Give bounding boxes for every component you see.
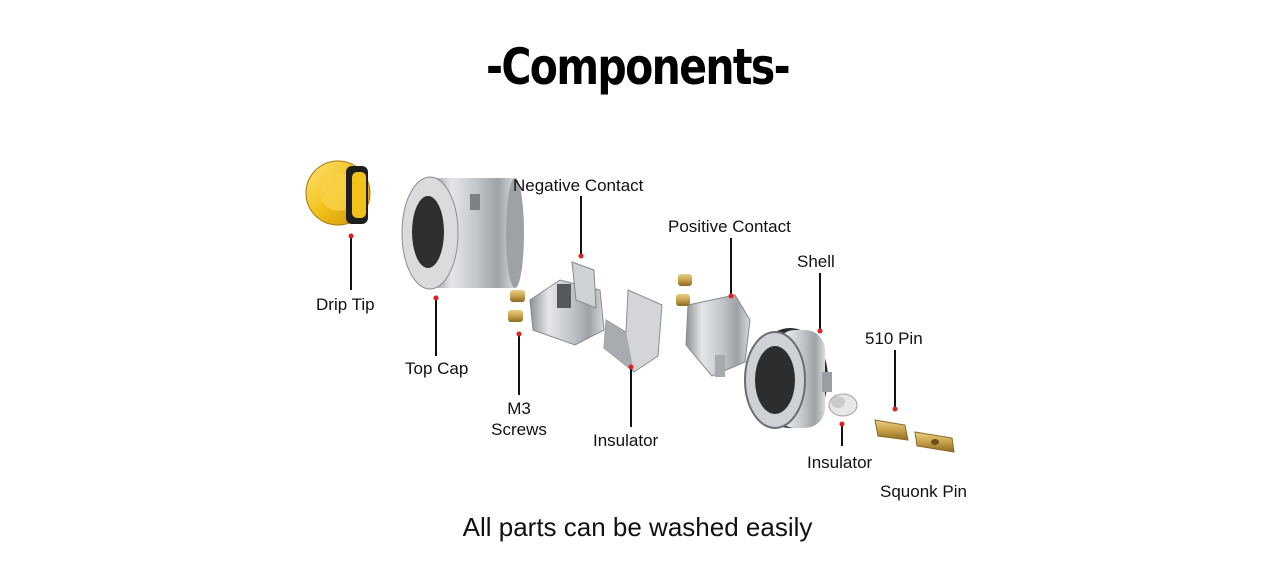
leader-lines bbox=[350, 196, 896, 446]
pin-510-part bbox=[874, 419, 909, 441]
page-title: -Components- bbox=[485, 38, 791, 96]
shell-part bbox=[744, 328, 832, 429]
label-squonk-pin: Squonk Pin bbox=[880, 482, 967, 501]
label-insulator-2: Insulator bbox=[807, 453, 873, 472]
label-positive-contact: Positive Contact bbox=[668, 217, 791, 236]
label-negative-contact: Negative Contact bbox=[513, 176, 644, 195]
negative-contact-part bbox=[529, 261, 605, 346]
label-shell: Shell bbox=[797, 252, 835, 271]
insulator-2-part bbox=[828, 393, 858, 417]
leader-dots bbox=[348, 233, 898, 427]
m3-screws-part bbox=[508, 290, 525, 322]
top-cap-part bbox=[401, 176, 524, 290]
drip-tip-part bbox=[305, 160, 371, 226]
insulator-1-part bbox=[603, 289, 663, 373]
positive-contact-part bbox=[676, 274, 751, 377]
label-top-cap: Top Cap bbox=[405, 359, 469, 378]
label-drip-tip: Drip Tip bbox=[316, 295, 375, 314]
label-insulator-1: Insulator bbox=[593, 431, 659, 450]
label-m3-screws-line1: M3 bbox=[507, 399, 531, 418]
squonk-pin-part bbox=[914, 431, 955, 453]
label-510-pin: 510 Pin bbox=[865, 329, 923, 348]
footer-caption: All parts can be washed easily bbox=[462, 512, 813, 542]
label-m3-screws: M3 Screws bbox=[491, 398, 547, 440]
label-m3-screws-line2: Screws bbox=[491, 420, 547, 439]
